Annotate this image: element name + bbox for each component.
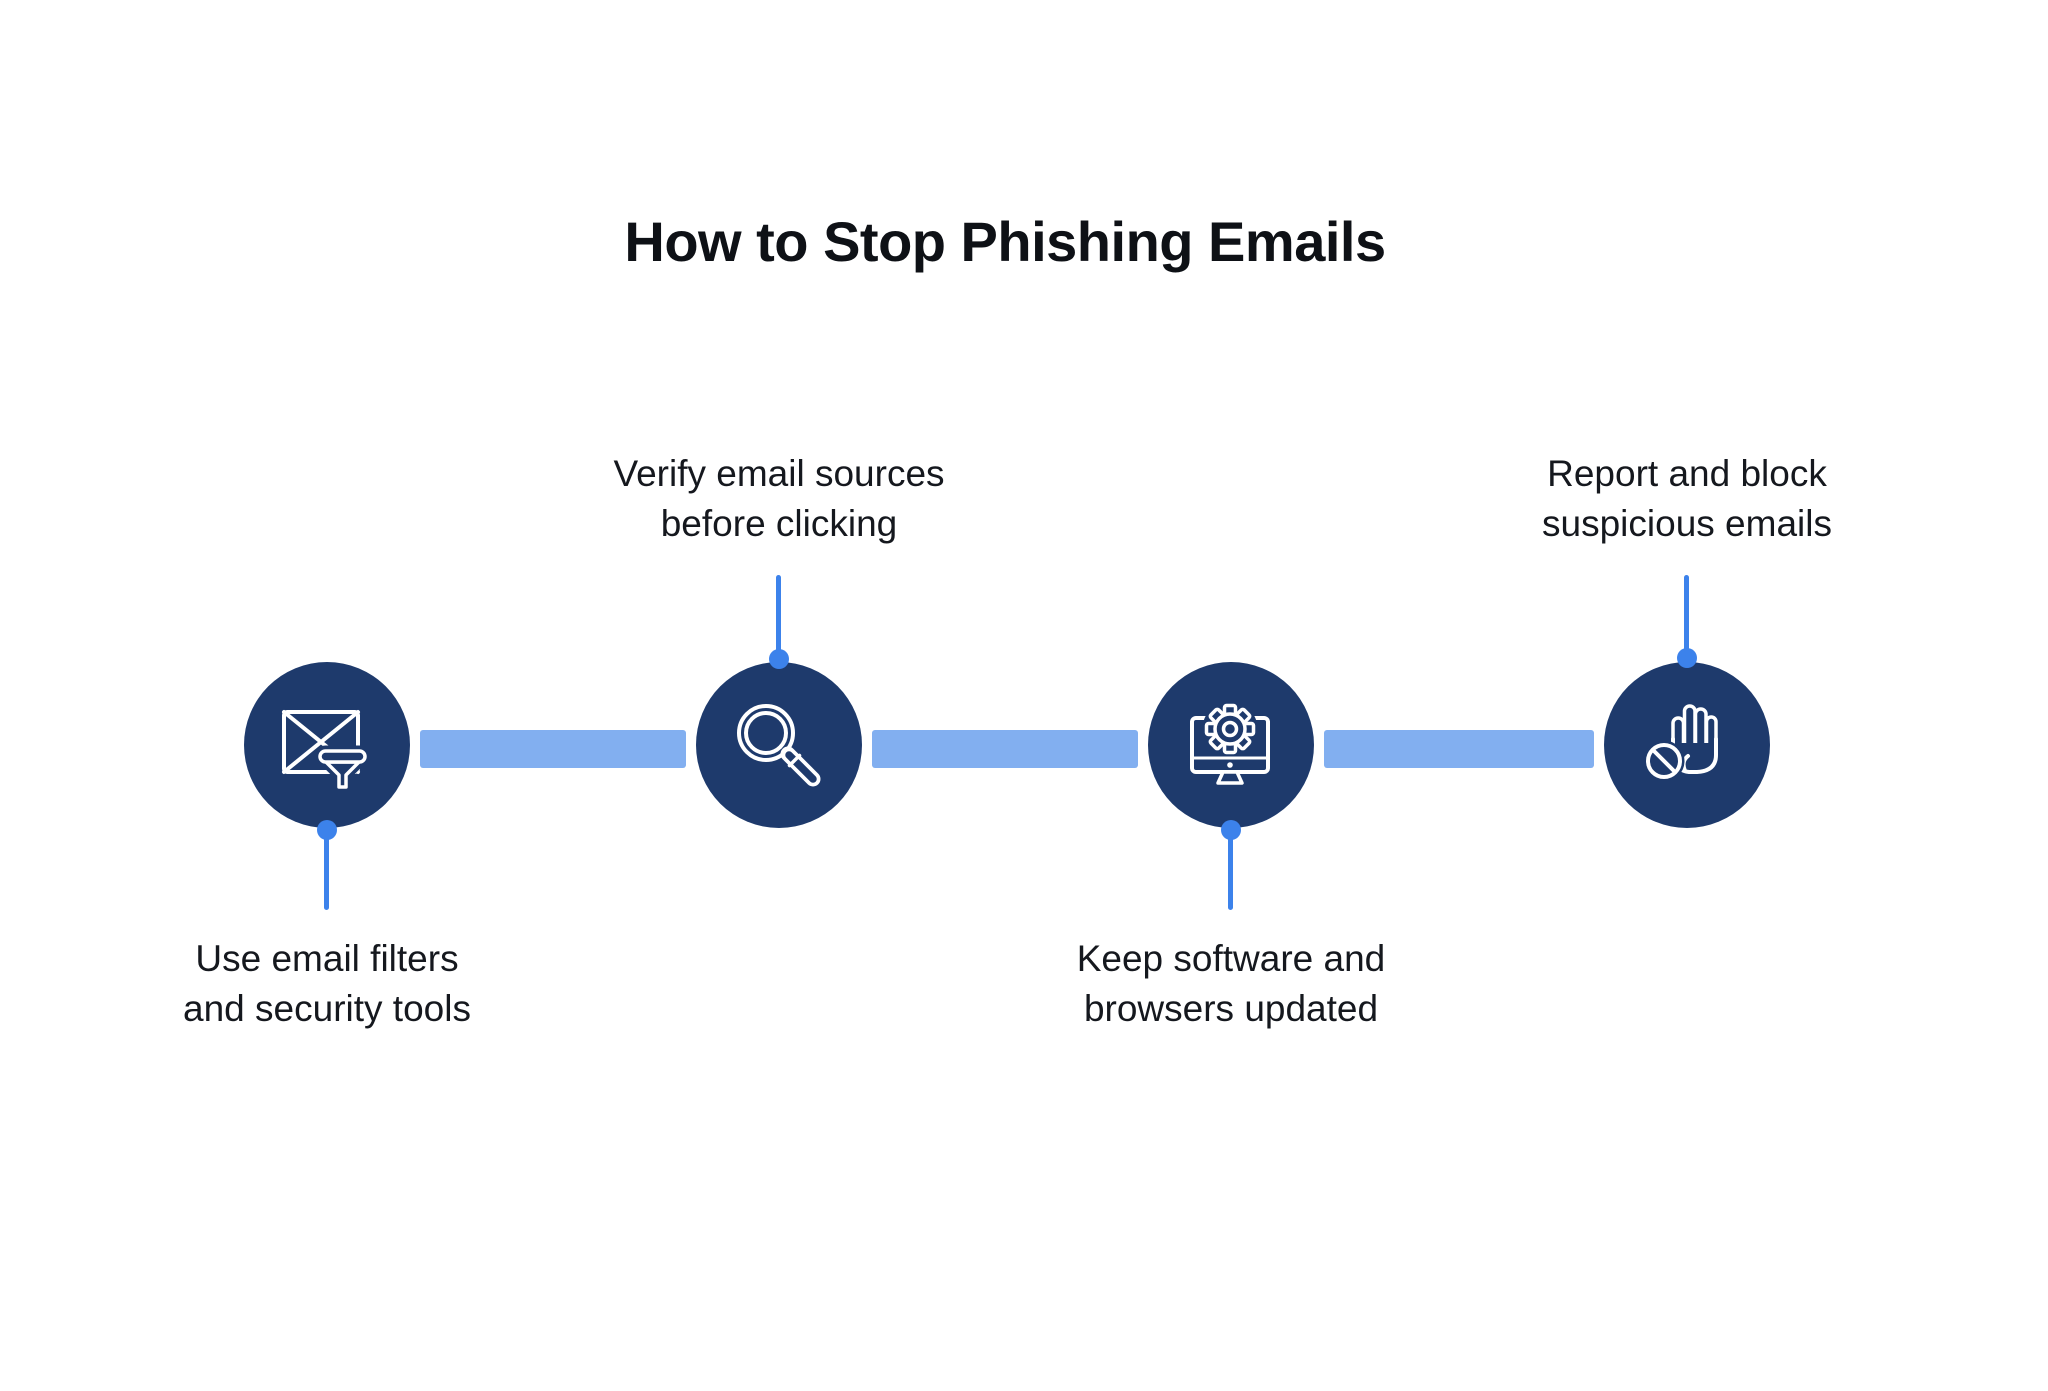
step-label-2-line-2: before clicking bbox=[660, 503, 898, 544]
step-node-4 bbox=[1604, 662, 1770, 828]
step-node-3 bbox=[1148, 662, 1314, 828]
step-node-1 bbox=[244, 662, 410, 828]
monitor-gear-icon bbox=[1190, 701, 1270, 785]
stem-line-1 bbox=[324, 830, 329, 910]
step-label-3-line-1: Keep software and bbox=[1076, 938, 1386, 979]
stem-dot-2 bbox=[769, 649, 789, 669]
connector-bar-2 bbox=[872, 730, 1138, 768]
magnifier-icon bbox=[737, 704, 821, 787]
stem-dot-1 bbox=[317, 820, 337, 840]
step-label-1-line-2: and security tools bbox=[183, 988, 471, 1029]
stem-dot-3 bbox=[1221, 820, 1241, 840]
step-label-2-line-1: Verify email sources bbox=[613, 453, 945, 494]
step-label-1: Use email filters and security tools bbox=[67, 934, 587, 1034]
step-label-4-line-1: Report and block bbox=[1547, 453, 1827, 494]
page-title: How to Stop Phishing Emails bbox=[624, 210, 1386, 273]
step-node-2 bbox=[696, 662, 862, 828]
connector-bar-3 bbox=[1324, 730, 1594, 768]
step-label-3: Keep software and browsers updated bbox=[971, 934, 1491, 1034]
stem-line-4 bbox=[1684, 575, 1689, 660]
step-label-4-line-2: suspicious emails bbox=[1542, 503, 1832, 544]
stem-line-2 bbox=[776, 575, 781, 661]
step-label-2: Verify email sources before clicking bbox=[519, 449, 1039, 549]
step-label-3-line-2: browsers updated bbox=[1083, 988, 1379, 1029]
connector-bar-1 bbox=[420, 730, 686, 768]
stem-dot-4 bbox=[1677, 648, 1697, 668]
email-filter-icon bbox=[282, 710, 371, 793]
step-label-4: Report and block suspicious emails bbox=[1427, 449, 1947, 549]
stem-line-3 bbox=[1228, 830, 1233, 910]
hand-block-icon bbox=[1643, 704, 1718, 782]
step-label-1-line-1: Use email filters bbox=[195, 938, 459, 979]
